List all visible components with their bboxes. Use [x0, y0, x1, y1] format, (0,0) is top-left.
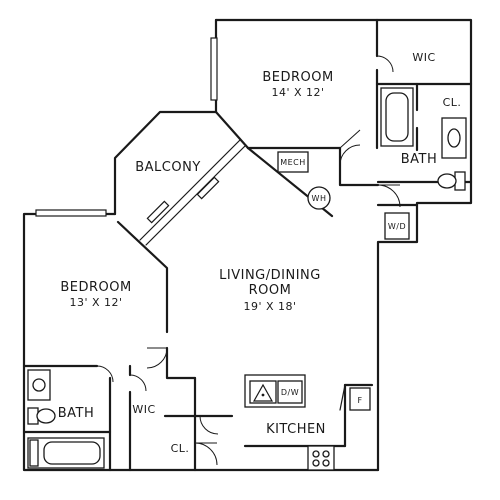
mech-closet — [277, 151, 309, 173]
bathtub-lower — [27, 437, 105, 469]
kitchen-island — [244, 374, 306, 408]
upper-bedroom-name: BEDROOM — [262, 70, 333, 85]
toilet-lower — [27, 407, 56, 425]
refrigerator — [349, 387, 371, 411]
living-dining-name-line2: ROOM — [249, 283, 292, 298]
upper-closet-label: CL. — [443, 96, 462, 109]
window-upper-bedroom — [210, 37, 218, 101]
water-heater-label: WH — [312, 194, 327, 203]
fixtures — [27, 87, 467, 471]
room-labels: BEDROOM 14' X 12' WIC CL. BATH MECH WH W… — [58, 51, 462, 455]
upper-bath-label: BATH — [401, 152, 438, 167]
mech-label: MECH — [280, 158, 306, 167]
lower-bedroom-size: 13' X 12' — [69, 296, 122, 309]
washer-dryer-closet — [384, 212, 410, 240]
fridge-label: F — [357, 396, 362, 405]
living-dining-name-line1: LIVING/DINING — [219, 268, 321, 283]
sink-lower — [27, 369, 51, 401]
lower-closet-label: CL. — [171, 442, 190, 455]
living-dining-size: 19' X 18' — [243, 300, 296, 313]
window-lower-bedroom — [35, 209, 107, 217]
windows — [35, 37, 220, 224]
bathtub-upper — [380, 87, 414, 147]
sink-upper — [441, 117, 467, 159]
kitchen-label: KITCHEN — [266, 422, 326, 437]
upper-wic-label: WIC — [412, 51, 435, 64]
lower-bath-label: BATH — [58, 406, 95, 421]
lower-bedroom-name: BEDROOM — [60, 280, 131, 295]
washer-dryer-label: W/D — [388, 222, 406, 231]
upper-bedroom-size: 14' X 12' — [271, 86, 324, 99]
stove — [307, 445, 335, 471]
window-balcony — [196, 176, 220, 200]
balcony-label: BALCONY — [135, 160, 201, 175]
door-swings — [96, 55, 401, 466]
interior-walls — [22, 18, 473, 472]
dishwasher-label: D/W — [281, 388, 299, 397]
toilet-upper — [437, 171, 466, 191]
window-balcony-2 — [146, 200, 170, 224]
lower-wic-label: WIC — [132, 403, 155, 416]
water-heater — [307, 186, 331, 210]
